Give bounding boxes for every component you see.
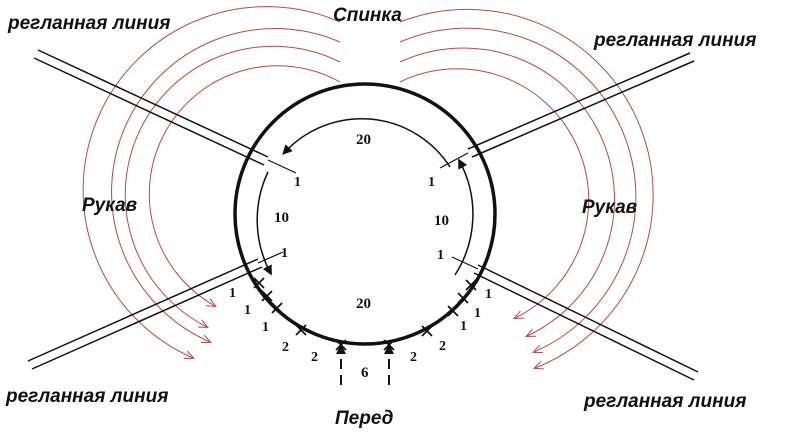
num-front-right-5: 1 bbox=[485, 287, 492, 302]
label-raglan-bottom-right: регланная линия bbox=[583, 391, 746, 412]
num-back-20: 20 bbox=[356, 132, 371, 148]
num-front-left-5: 2 bbox=[311, 350, 318, 365]
num-front-right-2: 2 bbox=[439, 339, 446, 354]
increase-crosses bbox=[253, 277, 477, 351]
raglan-line-bottom-right bbox=[473, 264, 699, 381]
left-arc-arrow bbox=[256, 171, 272, 276]
neckline-circle bbox=[233, 82, 497, 346]
top-arc-arrow bbox=[282, 118, 451, 168]
red-arcs-left bbox=[82, 6, 341, 358]
num-front-right-1: 2 bbox=[410, 350, 417, 365]
label-front: Перед bbox=[335, 408, 394, 429]
num-right-1-top: 1 bbox=[428, 175, 435, 190]
num-left-1-top: 1 bbox=[294, 175, 301, 190]
num-front-right-3: 1 bbox=[460, 319, 467, 334]
raglan-line-top-right bbox=[467, 52, 695, 158]
front-center-arrows bbox=[336, 344, 394, 385]
label-sleeve-left: Рукав bbox=[82, 195, 137, 216]
label-raglan-top-right: регланная линия bbox=[593, 30, 756, 51]
num-right-1-bottom: 1 bbox=[437, 248, 444, 263]
num-front-left-3: 1 bbox=[262, 320, 269, 335]
num-front-left-1: 1 bbox=[229, 286, 236, 301]
label-raglan-top-left: регланная линия bbox=[7, 13, 170, 34]
num-front-center-6: 6 bbox=[361, 365, 369, 381]
num-left-1-bottom: 1 bbox=[281, 246, 288, 261]
inner-arrows bbox=[256, 118, 474, 276]
num-front-right-4: 1 bbox=[474, 306, 481, 321]
num-front-left-4: 2 bbox=[282, 340, 289, 355]
red-arcs-right bbox=[399, 8, 654, 368]
num-front-left-2: 1 bbox=[244, 303, 251, 318]
label-sleeve-right: Рукав bbox=[582, 197, 637, 218]
raglan-line-bottom-left bbox=[27, 258, 263, 370]
label-raglan-bottom-left: регланная линия bbox=[5, 386, 168, 407]
raglan-ticks bbox=[257, 152, 479, 270]
right-arc-arrow bbox=[454, 158, 474, 276]
raglan-line-top-left bbox=[33, 49, 269, 166]
num-front-20: 20 bbox=[356, 296, 371, 312]
num-right-10: 10 bbox=[434, 213, 449, 229]
label-back: Спинка bbox=[333, 5, 402, 26]
num-left-10: 10 bbox=[274, 210, 289, 226]
